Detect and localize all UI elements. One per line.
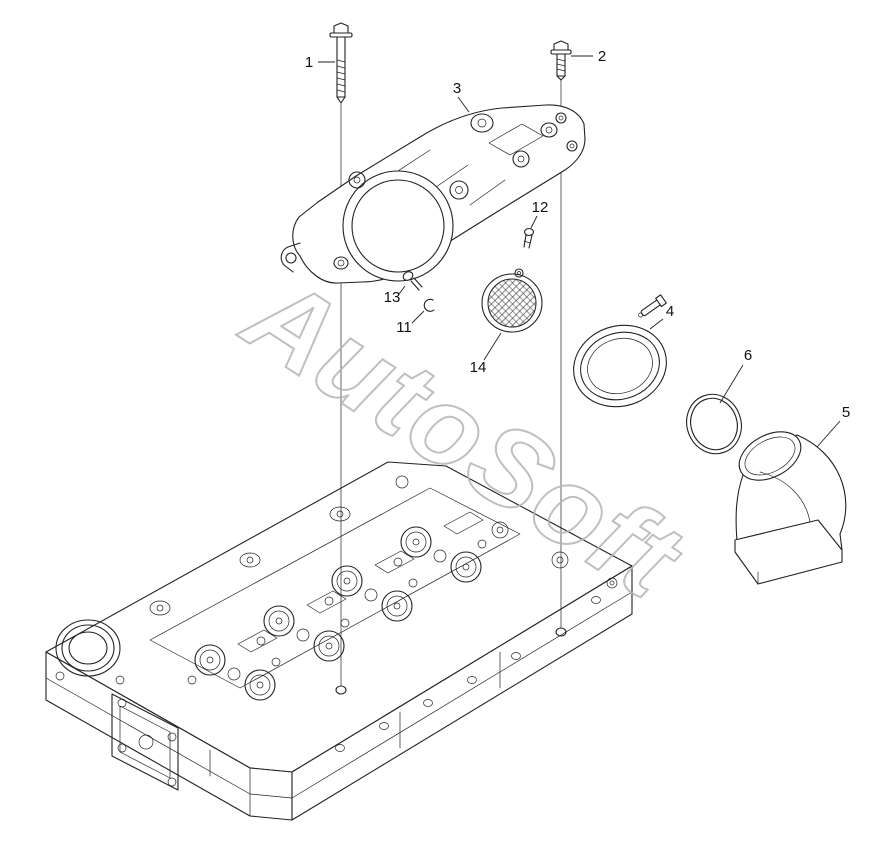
- head-port-bosses: [149, 475, 618, 616]
- callout-4: 4: [649, 303, 674, 330]
- callout-5-label: 5: [842, 404, 850, 421]
- bolt-2-threads: [556, 58, 566, 72]
- valve-cluster: [393, 511, 487, 583]
- callout-11: 11: [396, 310, 425, 336]
- callout-14-label: 14: [470, 359, 487, 376]
- elbow-5-drawing: [734, 431, 847, 585]
- callout-6: 6: [719, 347, 752, 404]
- callout-13-label: 13: [384, 289, 401, 306]
- o-ring-6-drawing: [686, 393, 742, 455]
- bolt-1-drawing: [329, 22, 353, 104]
- head-flange-holes: [335, 596, 601, 752]
- callout-13: 13: [384, 285, 406, 306]
- callout-12: 12: [530, 199, 549, 229]
- cylinder-head-drawing: [45, 461, 633, 821]
- callout-2-label: 2: [598, 48, 606, 65]
- head-left-bore: [55, 619, 125, 685]
- valve-cluster: [187, 629, 281, 701]
- screw-12-drawing: [523, 227, 535, 249]
- callout-4-label: 4: [666, 303, 674, 320]
- head-front-pad: [111, 693, 179, 791]
- callout-3-label: 3: [453, 80, 461, 97]
- callout-1-label: 1: [305, 54, 313, 71]
- callout-2: 2: [571, 48, 606, 65]
- callout-14: 14: [470, 332, 502, 376]
- callout-1: 1: [305, 54, 335, 71]
- valve-cluster: [256, 590, 350, 662]
- pin-13-drawing: [402, 271, 423, 291]
- callout-12-label: 12: [532, 199, 549, 216]
- callout-3: 3: [453, 80, 470, 113]
- bolt-2-drawing: [550, 40, 572, 81]
- callout-6-label: 6: [744, 347, 752, 364]
- bolt-1-threads: [336, 59, 346, 93]
- callout-11-label: 11: [396, 319, 412, 336]
- clamp-t-bolt: [638, 294, 667, 318]
- clamp-4-drawing: [573, 294, 667, 408]
- callout-5: 5: [816, 404, 850, 448]
- manifold-drawing: [280, 104, 586, 284]
- screen-14-drawing: [481, 268, 543, 333]
- valve-cluster: [324, 550, 418, 622]
- callouts-layer: 1 2 3 4 5 6 11 12: [305, 48, 850, 448]
- retainer-11-drawing: [423, 298, 435, 312]
